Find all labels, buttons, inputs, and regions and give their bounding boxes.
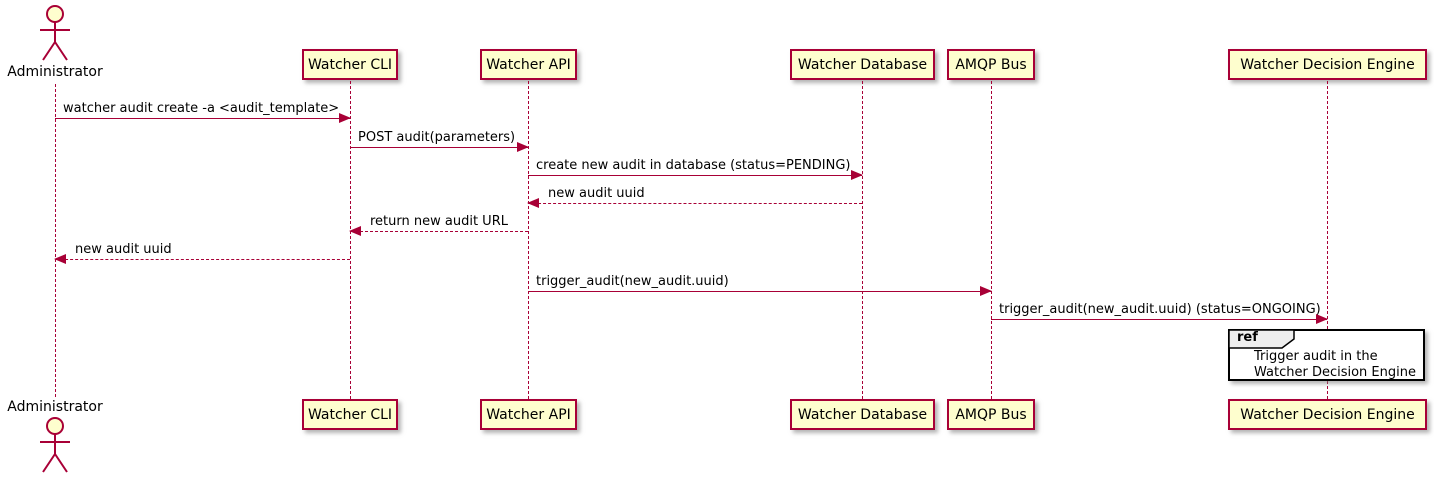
- ref-fragment: ref Trigger audit in the Watcher Decisio…: [1228, 329, 1425, 381]
- arrowhead-icon: [54, 254, 66, 264]
- lifeline-watcher-cli: [350, 81, 351, 399]
- arrowhead-icon: [517, 142, 529, 152]
- participant-watcher-cli-top: Watcher CLI: [302, 49, 398, 80]
- lifeline-watcher-database: [862, 81, 863, 399]
- participant-amqp-bus-top: AMQP Bus: [947, 49, 1035, 80]
- message-trigger-audit: trigger_audit(new_audit.uuid): [528, 274, 992, 296]
- ref-text-line2: Watcher Decision Engine: [1254, 365, 1416, 380]
- message-label: new audit uuid: [75, 242, 172, 257]
- arrowhead-icon: [980, 286, 992, 296]
- message-create-audit-db: create new audit in database (status=PEN…: [528, 158, 863, 180]
- lifeline-watcher-decision-engine: [1327, 81, 1328, 399]
- participant-watcher-decision-engine-bottom: Watcher Decision Engine: [1228, 399, 1427, 430]
- message-post-audit: POST audit(parameters): [350, 130, 529, 152]
- participant-watcher-database-top: Watcher Database: [790, 49, 935, 80]
- message-label: new audit uuid: [548, 186, 645, 201]
- lifeline-administrator: [55, 84, 56, 397]
- arrowhead-icon: [349, 226, 361, 236]
- message-label: create new audit in database (status=PEN…: [536, 158, 851, 173]
- actor-label-bottom: Administrator: [7, 399, 103, 415]
- participant-watcher-cli-bottom: Watcher CLI: [302, 399, 398, 430]
- message-label: trigger_audit(new_audit.uuid) (status=ON…: [999, 302, 1321, 317]
- lifeline-watcher-api: [528, 81, 529, 399]
- arrowhead-icon: [851, 170, 863, 180]
- participant-amqp-bus-bottom: AMQP Bus: [947, 399, 1035, 430]
- arrowhead-icon: [527, 198, 539, 208]
- participant-watcher-api-top: Watcher API: [480, 49, 577, 80]
- ref-text: Trigger audit in the Watcher Decision En…: [1254, 349, 1416, 381]
- message-new-audit-uuid-return: new audit uuid: [527, 186, 862, 208]
- actor-icon: [35, 4, 75, 62]
- participant-watcher-database-bottom: Watcher Database: [790, 399, 935, 430]
- message-label: POST audit(parameters): [358, 130, 516, 145]
- ref-text-line1: Trigger audit in the: [1254, 349, 1378, 364]
- arrowhead-icon: [1316, 314, 1328, 324]
- arrowhead-icon: [339, 113, 351, 123]
- message-return-audit-url: return new audit URL: [349, 214, 528, 236]
- message-label: watcher audit create -a <audit_template>: [63, 101, 340, 116]
- ref-keyword: ref: [1237, 330, 1258, 345]
- message-label: return new audit URL: [370, 214, 508, 229]
- participant-watcher-api-bottom: Watcher API: [480, 399, 577, 430]
- ref-tab: ref: [1228, 329, 1296, 349]
- actor-label-top: Administrator: [7, 64, 103, 80]
- participant-watcher-decision-engine-top: Watcher Decision Engine: [1228, 49, 1427, 80]
- message-audit-create: watcher audit create -a <audit_template>: [55, 101, 351, 123]
- actor-icon: [35, 416, 75, 474]
- message-label: trigger_audit(new_audit.uuid): [536, 274, 729, 289]
- message-new-audit-uuid-admin: new audit uuid: [54, 242, 350, 264]
- message-trigger-audit-ongoing: trigger_audit(new_audit.uuid) (status=ON…: [991, 302, 1328, 324]
- lifeline-amqp-bus: [991, 81, 992, 399]
